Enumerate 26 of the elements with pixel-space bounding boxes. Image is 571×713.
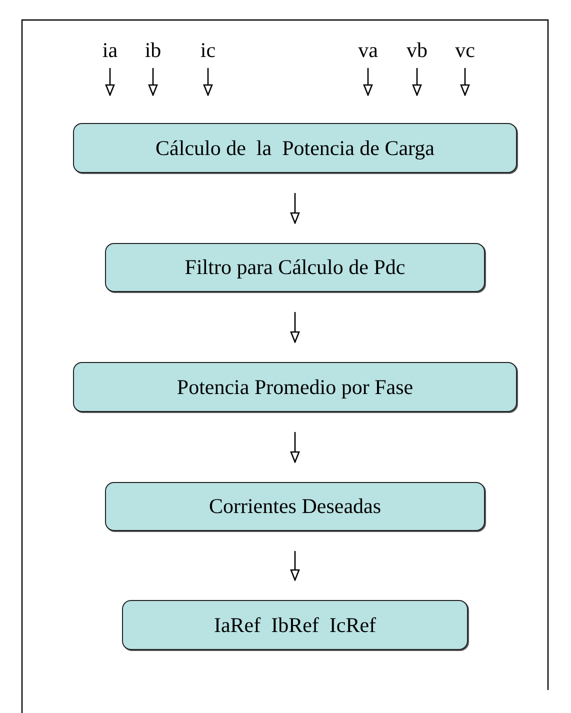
signal-label: vc [450,38,480,62]
signal-label: vb [402,38,432,62]
signal-label: ib [138,38,168,62]
process-box [73,362,517,412]
arrow [203,68,213,96]
process-box [122,600,468,650]
arrow [290,312,300,343]
signal-label: ic [193,38,223,62]
arrow [290,551,300,581]
signal-label: ia [95,38,125,62]
box-text: Potencia Promedio por Fase [176,374,414,400]
arrow [363,68,373,96]
arrow [105,68,115,96]
process-box [105,482,485,531]
box-text: Filtro para Cálculo de Pdc [184,255,406,280]
box-text: Cálculo de la Potencia de Carga [156,136,434,160]
process-box [105,243,485,292]
arrow [148,68,158,96]
box-text: Corrientes Deseadas [208,494,382,519]
box-text: IaRef IbRef IcRef [214,612,376,638]
arrow [290,432,300,463]
arrow [460,68,470,96]
arrow [290,193,300,224]
process-box [73,123,517,173]
arrow [412,68,422,96]
signal-label: va [353,38,383,62]
